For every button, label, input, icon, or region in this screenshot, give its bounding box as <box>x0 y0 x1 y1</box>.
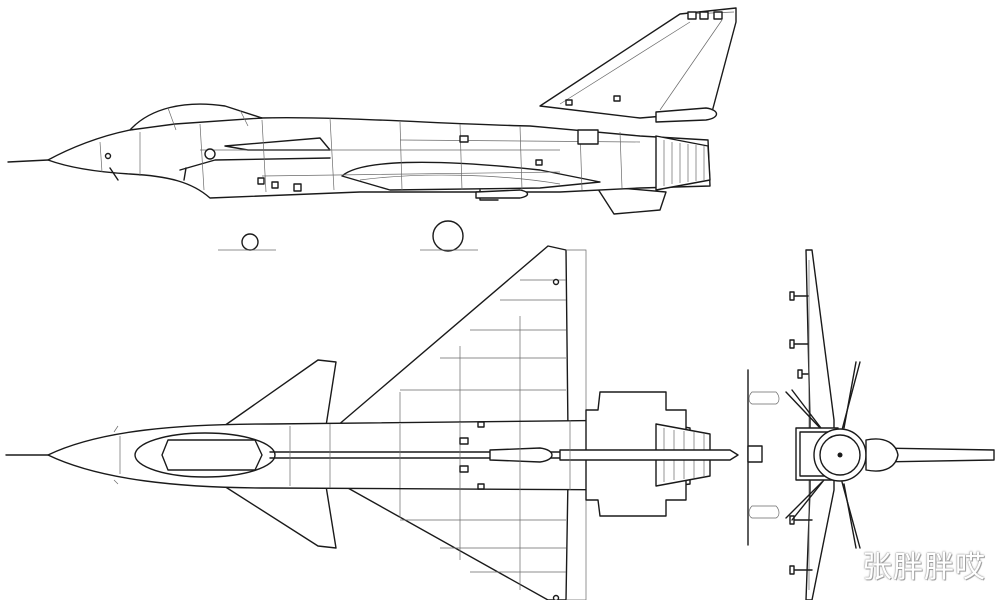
top-main-wing-upper <box>329 245 569 433</box>
side-canopy <box>129 103 263 131</box>
front-vertical-fin <box>805 249 835 600</box>
top-canard-lower <box>223 485 337 549</box>
side-wing-root <box>341 161 601 191</box>
side-pitot-probe <box>7 159 49 163</box>
watermark-text: 张胖胖哎 <box>862 550 986 585</box>
side-view <box>7 7 737 252</box>
top-main-wing-lower <box>329 477 569 600</box>
side-ventral-fin <box>595 185 667 215</box>
front-view <box>747 249 995 600</box>
top-canard-upper <box>223 359 337 427</box>
side-vertical-tail <box>539 7 737 119</box>
side-reference-circle-large <box>432 220 464 252</box>
side-engine-nozzle <box>655 135 711 191</box>
side-reference-circle-small <box>241 233 259 251</box>
top-view <box>5 245 739 600</box>
